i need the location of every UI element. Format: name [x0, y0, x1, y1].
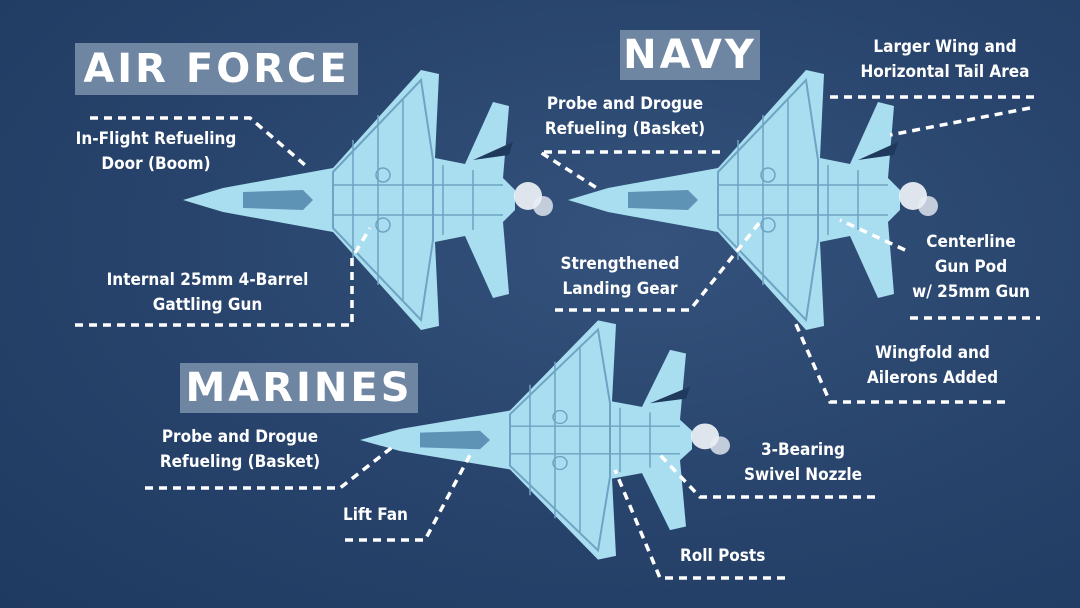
- label-marines-refuel: Probe and Drogue Refueling (Basket): [140, 425, 340, 475]
- leader-navy-wingfold: [793, 321, 1005, 404]
- leader-marines-rollposts: [613, 469, 785, 580]
- leader-marines-liftfan: [345, 454, 472, 542]
- label-line: Centerline: [926, 232, 1016, 252]
- leader-navy-gun-b: [839, 218, 906, 252]
- leader-lines: [75, 95, 1040, 580]
- label-line: Landing Gear: [562, 279, 678, 299]
- label-line: Wingfold and: [875, 343, 990, 363]
- label-line: Refueling (Basket): [159, 452, 321, 472]
- label-marines-lift-fan: Lift Fan: [343, 505, 408, 525]
- label-line: Ailerons Added: [866, 368, 999, 388]
- label-line: Probe and Drogue: [161, 427, 319, 447]
- label-line: 3-Bearing: [761, 440, 845, 460]
- label-af-gun: Internal 25mm 4-Barrel Gattling Gun: [80, 268, 335, 318]
- label-navy-wing: Larger Wing and Horizontal Tail Area: [840, 35, 1050, 85]
- title-air-force: AIR FORCE: [75, 43, 358, 95]
- label-line: Internal 25mm 4-Barrel: [106, 270, 309, 290]
- label-navy-gear: Strengthened Landing Gear: [550, 252, 690, 302]
- label-line: Horizontal Tail Area: [860, 62, 1030, 82]
- label-navy-refuel: Probe and Drogue Refueling (Basket): [525, 92, 725, 142]
- label-line: Gattling Gun: [152, 295, 263, 315]
- label-line: w/ 25mm Gun: [912, 282, 1030, 302]
- label-navy-wingfold: Wingfold and Ailerons Added: [850, 341, 1015, 391]
- title-navy: NAVY: [620, 30, 760, 80]
- marines-jet: [359, 319, 731, 561]
- leader-navy-wing-b: [889, 106, 1031, 137]
- label-marines-nozzle: 3-Bearing Swivel Nozzle: [728, 438, 878, 488]
- label-line: Larger Wing and: [873, 37, 1017, 57]
- label-af-refueling-door: In-Flight Refueling Door (Boom): [56, 127, 256, 177]
- label-line: Door (Boom): [101, 154, 211, 174]
- label-navy-gun: Centerline Gun Pod w/ 25mm Gun: [900, 230, 1042, 305]
- label-line: Strengthened: [560, 254, 680, 274]
- leader-af-refuel: [90, 116, 307, 167]
- title-marines: MARINES: [180, 363, 418, 413]
- leader-af-gun: [75, 227, 372, 327]
- leader-navy-gear: [555, 220, 762, 312]
- label-line: Gun Pod: [934, 257, 1008, 277]
- leader-navy-refuel: [533, 150, 720, 192]
- label-line: Swivel Nozzle: [743, 465, 862, 485]
- label-marines-roll-posts: Roll Posts: [680, 546, 766, 566]
- label-line: Refueling (Basket): [544, 119, 706, 139]
- label-line: In-Flight Refueling: [75, 129, 237, 149]
- leader-marines-refuel: [145, 443, 397, 490]
- label-line: Probe and Drogue: [546, 94, 704, 114]
- leader-marines-nozzle: [658, 453, 875, 499]
